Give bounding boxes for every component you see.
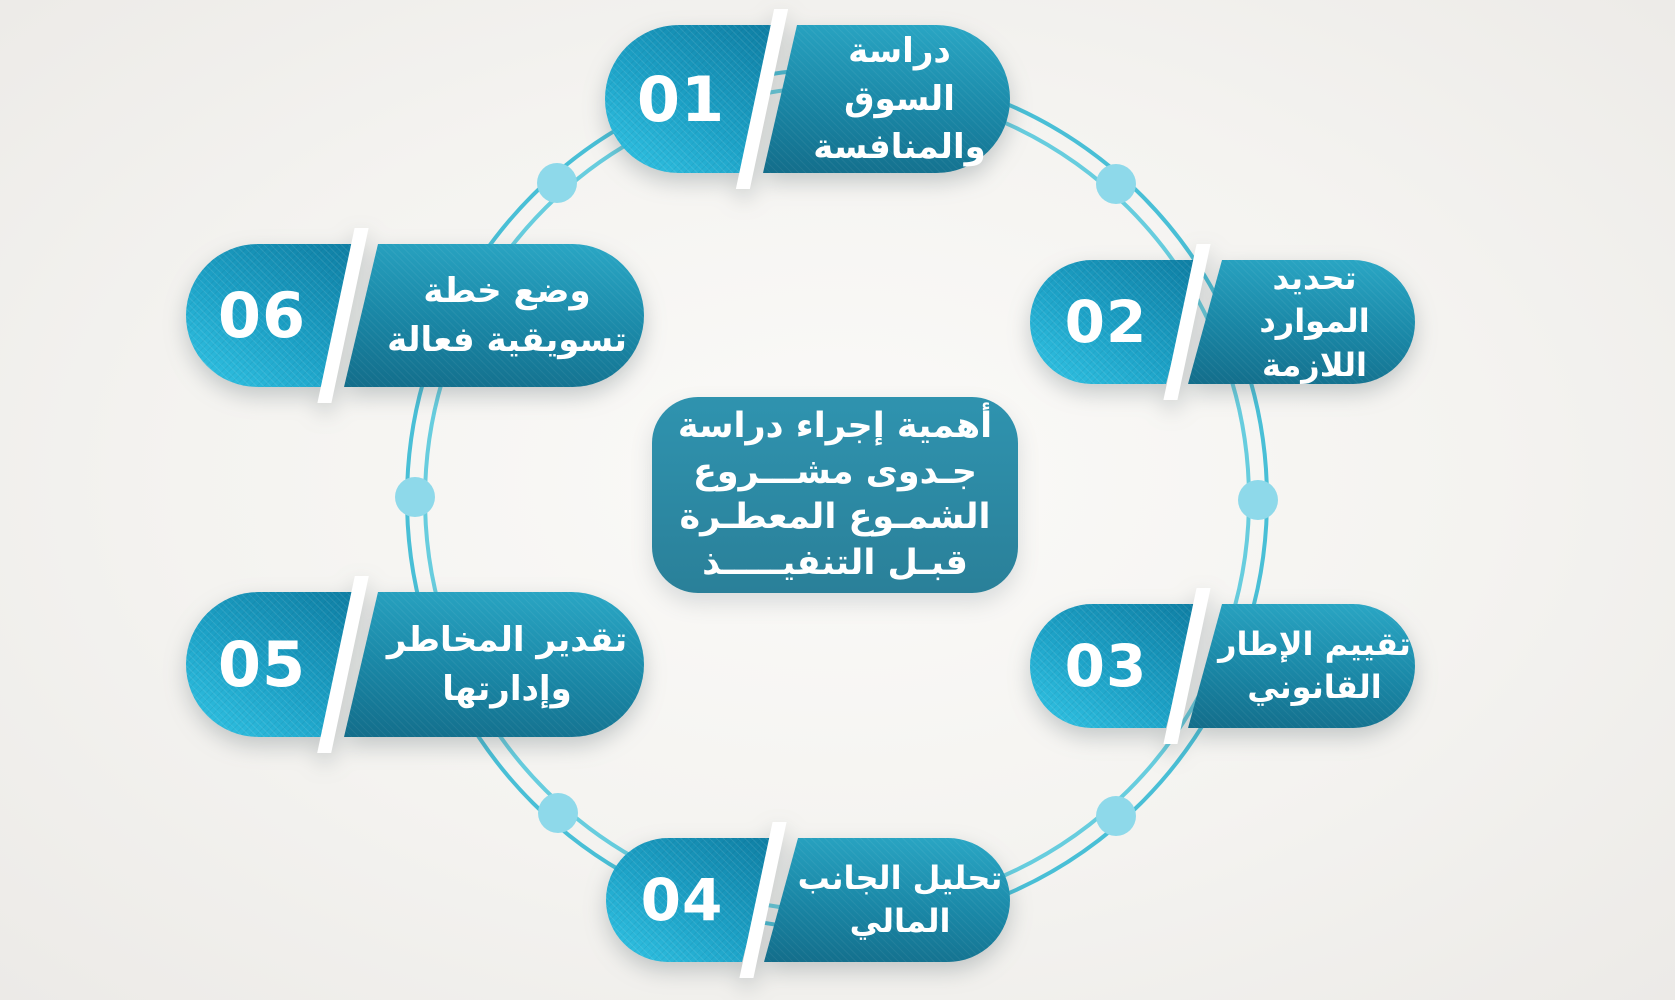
- step-pill-02: 02 تحديد الموارد اللازمة: [1030, 244, 1415, 400]
- ring-node-dot: [537, 163, 577, 203]
- step-05-label-line-1: تقدير المخاطر: [386, 620, 628, 661]
- central-title-box: أهمية إجراء دراسة جـدوى مشـــروع الشمـوع…: [652, 397, 1018, 593]
- step-01-number-cap: 01: [605, 25, 773, 173]
- ring-node-dot: [538, 793, 578, 833]
- step-04-label: تحليل الجانب المالي: [764, 838, 1010, 962]
- step-02-number-cap: 02: [1030, 260, 1198, 384]
- step-06-number-cap: 06: [186, 244, 354, 387]
- step-03-label-line-1: تقييم الإطار: [1218, 624, 1411, 663]
- step-pill-05: 05 تقدير المخاطر وإدارتها: [186, 576, 644, 753]
- central-title-line-4: قبـل التنفيـــــذ: [702, 542, 968, 583]
- ring-node-dot: [1096, 164, 1136, 204]
- step-06-number: 06: [217, 279, 307, 352]
- step-pill-06: 06 وضع خطة تسويقية فعالة: [186, 228, 644, 403]
- step-02-number: 02: [1064, 288, 1148, 356]
- step-06-label-line-1: وضع خطة: [423, 271, 591, 312]
- step-pill-03: 03 تقييم الإطار القانوني: [1030, 588, 1415, 744]
- step-04-number: 04: [640, 866, 724, 934]
- ring-node-dot: [1096, 796, 1136, 836]
- step-06-label-line-2: تسويقية فعالة: [387, 319, 627, 360]
- step-03-number: 03: [1064, 632, 1148, 700]
- step-04-number-cap: 04: [606, 838, 774, 962]
- step-02-label-line-1: تحديد الموارد: [1259, 259, 1370, 341]
- central-title-line-1: أهمية إجراء دراسة: [677, 406, 993, 446]
- ring-node-dot: [1238, 480, 1278, 520]
- central-title-line-2: جـدوى مشـــروع: [692, 451, 978, 492]
- step-01-label: دراسة السوق والمنافسة: [763, 25, 1010, 173]
- step-01-label-line-2: والمنافسة: [813, 127, 986, 168]
- step-06-label: وضع خطة تسويقية فعالة: [344, 244, 644, 387]
- step-03-label: تقييم الإطار القانوني: [1188, 604, 1415, 728]
- step-02-label-line-2: اللازمة: [1262, 345, 1367, 384]
- step-pill-01: 01 دراسة السوق والمنافسة: [605, 9, 1010, 189]
- step-03-number-cap: 03: [1030, 604, 1198, 728]
- step-01-number: 01: [636, 62, 726, 136]
- central-title-line-3: الشمـوع المعطـرة: [679, 497, 991, 537]
- step-03-label-line-2: القانوني: [1247, 668, 1382, 706]
- step-05-label: تقدير المخاطر وإدارتها: [344, 592, 644, 737]
- step-04-label-line-1: تحليل الجانب: [797, 858, 1003, 897]
- step-05-number: 05: [217, 628, 307, 701]
- step-pill-04: 04 تحليل الجانب المالي: [606, 822, 1010, 978]
- step-04-label-line-2: المالي: [849, 902, 951, 940]
- step-05-number-cap: 05: [186, 592, 354, 737]
- step-01-label-line-1: دراسة السوق: [844, 30, 955, 119]
- step-02-label: تحديد الموارد اللازمة: [1188, 260, 1415, 384]
- step-05-label-line-2: وإدارتها: [442, 668, 572, 709]
- ring-node-dot: [395, 477, 435, 517]
